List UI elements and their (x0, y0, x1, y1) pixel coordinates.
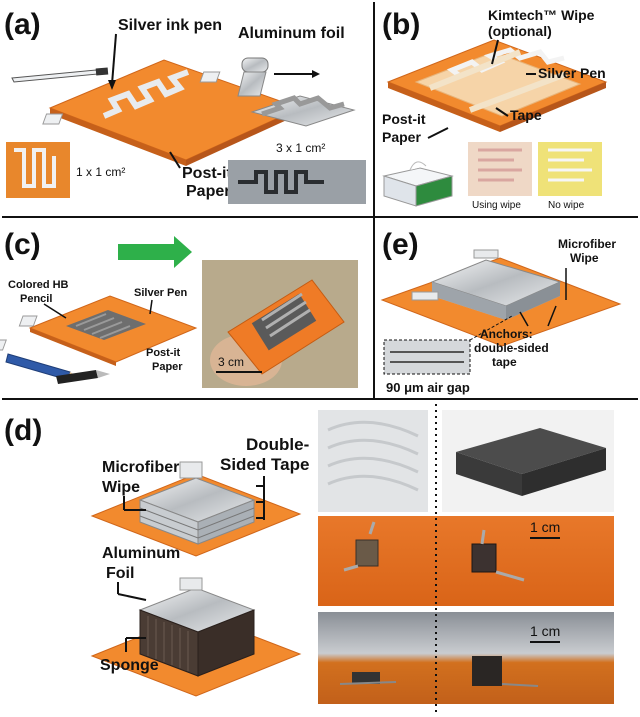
air-gap-label: 90 μm air gap (386, 380, 470, 395)
kimtech-label-1: Kimtech™ Wipe (488, 7, 595, 23)
pen-icon (11, 67, 109, 83)
panel-d-label: (d) (4, 414, 42, 447)
post-it-label-c2: Paper (152, 361, 183, 373)
no-wipe-label: No wipe (548, 200, 585, 211)
panel-dividers (2, 2, 638, 400)
kimtech-label-2: (optional) (488, 23, 552, 39)
foil-roll-icon (237, 57, 269, 97)
kimwipe-box-icon (382, 161, 454, 207)
anchor-label-2: double-sided (474, 341, 549, 355)
panel-b-label: (b) (382, 8, 420, 41)
aluminum-label-d2: Foil (106, 565, 134, 582)
post-it-label-c1: Post-it (146, 347, 181, 359)
size-small-label: 1 x 1 cm² (76, 165, 125, 179)
air-gap-inset (383, 339, 471, 375)
scale-1cm-label-2: 1 cm (530, 623, 560, 639)
silver-pen-label-b: Silver Pen (538, 65, 606, 81)
aluminum-foil-label: Aluminum foil (238, 25, 345, 42)
pencil-label-2: Pencil (20, 293, 52, 305)
panel-e-label: (e) (382, 228, 419, 261)
post-it-label-b2: Paper (382, 129, 421, 145)
silver-pen-label-c: Silver Pen (134, 287, 187, 299)
double-tape-label-1: Double- (246, 435, 309, 454)
size-large-label: 3 x 1 cm² (276, 141, 325, 155)
anchor-label-3: tape (492, 355, 517, 369)
microfiber-label-d1: Microfiber (102, 459, 179, 476)
green-arrow-icon (118, 236, 192, 268)
post-it-label-2: Paper (186, 183, 230, 200)
microfiber-label-d2: Wipe (102, 479, 140, 496)
pencil-label-1: Colored HB (8, 279, 69, 291)
photo-side-view (318, 612, 614, 704)
silver-trace (102, 69, 190, 119)
panel-d: (d) Microfiber Wipe Double- Sided Tape A… (4, 404, 614, 714)
panel-a-label: (a) (4, 8, 41, 41)
microfiber-label-e1: Microfiber (558, 237, 616, 251)
using-wipe-label: Using wipe (472, 200, 521, 211)
panel-e: (e) Microfiber Wipe Anchors: double-side… (380, 228, 622, 395)
double-tape-label-2: Sided Tape (220, 455, 309, 474)
pencil-trace (66, 310, 146, 340)
sponge-label: Sponge (100, 657, 159, 674)
panel-c: (c) Colored HB Pencil Silver Pen Post-it… (0, 228, 358, 388)
photo-microfiber-wipe (318, 410, 428, 512)
panel-b: (b) Kimtech™ Wipe (optional) Silver Pen … (382, 7, 608, 211)
scale-1cm-label-1: 1 cm (530, 519, 560, 535)
panel-c-label: (c) (4, 228, 41, 261)
post-it-label-b1: Post-it (382, 111, 426, 127)
pen-icon-c (56, 370, 110, 384)
panel-a: (a) Silver ink pen 1 x 1 cm² Post-it Pap… (4, 8, 366, 204)
silver-pen-label: Silver ink pen (118, 17, 222, 34)
tape-label: Tape (510, 107, 542, 123)
post-it-label-1: Post-it (182, 165, 232, 182)
scale-3cm-label: 3 cm (218, 355, 244, 369)
microfiber-label-e2: Wipe (570, 251, 599, 265)
anchor-label-1: Anchors: (480, 327, 533, 341)
aluminum-label-d1: Aluminum (102, 545, 180, 562)
